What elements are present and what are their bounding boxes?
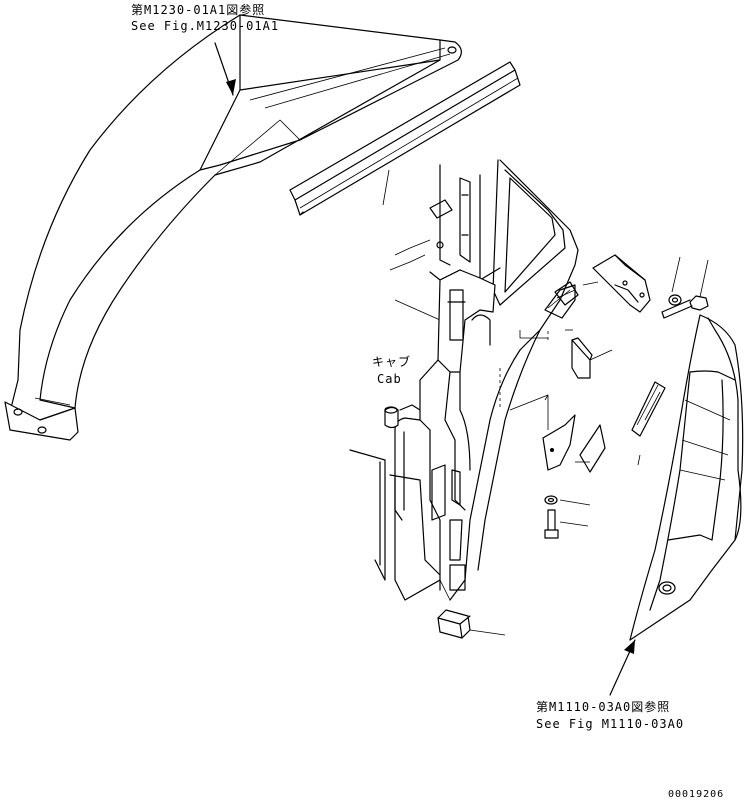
straight-rail-bar xyxy=(289,61,521,216)
side-cover-panel xyxy=(629,314,744,641)
cab-label-en: Cab xyxy=(377,372,402,386)
bolt-top xyxy=(661,259,709,319)
cushion-pad-a xyxy=(571,337,613,379)
cab-label-jp: キャブ xyxy=(372,355,412,369)
hinge-bracket xyxy=(592,254,651,313)
washer-top xyxy=(668,256,682,306)
cab-structure xyxy=(349,159,579,601)
washer-lower xyxy=(544,495,591,506)
bolt-lower xyxy=(544,509,589,539)
top-ref-label-en: See Fig.M1230-01A1 xyxy=(131,19,280,33)
rubber-block xyxy=(437,609,506,639)
drawing-number: 00019206 xyxy=(668,789,725,800)
cushion-pad-b xyxy=(575,424,606,473)
grip-strip xyxy=(631,381,666,466)
latch-bracket xyxy=(509,394,576,471)
bottom-ref-label-en: See Fig M1110-03A0 xyxy=(536,717,685,731)
top-ref-label-jp: 第M1230-01A1図参照 xyxy=(131,3,266,17)
top-ref-arrow xyxy=(214,42,236,96)
bottom-ref-arrow xyxy=(609,639,636,696)
body-bracket xyxy=(554,281,599,306)
bottom-ref-label-jp: 第M1110-03A0図参照 xyxy=(536,700,671,714)
curved-rail-cover xyxy=(4,14,462,441)
